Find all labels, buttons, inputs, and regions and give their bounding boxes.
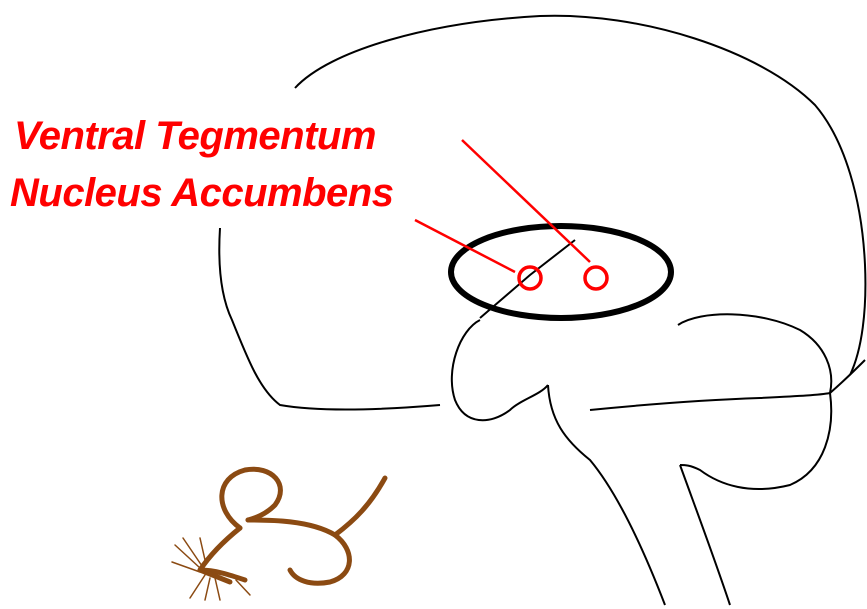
- ventral-tegmentum-marker: [585, 267, 607, 289]
- central-ellipse: [451, 226, 671, 318]
- nucleus-accumbens-pointer: [415, 220, 515, 272]
- nucleus-accumbens-marker: [519, 267, 541, 289]
- frontal-outline: [219, 228, 440, 410]
- brainstem-right: [680, 465, 730, 605]
- mouse-icon: [200, 469, 385, 583]
- inner-line: [480, 240, 575, 318]
- cerebellum-top: [678, 314, 831, 393]
- brainstem-left: [548, 385, 665, 605]
- midbrain-outline: [452, 320, 548, 420]
- cerebellum-outline: [590, 393, 831, 489]
- ventral-tegmentum-label: Ventral Tegmentum: [14, 114, 376, 158]
- occipital-curve: [830, 360, 865, 393]
- ventral-tegmentum-pointer: [462, 140, 590, 262]
- nucleus-accumbens-label: Nucleus Accumbens: [10, 171, 393, 215]
